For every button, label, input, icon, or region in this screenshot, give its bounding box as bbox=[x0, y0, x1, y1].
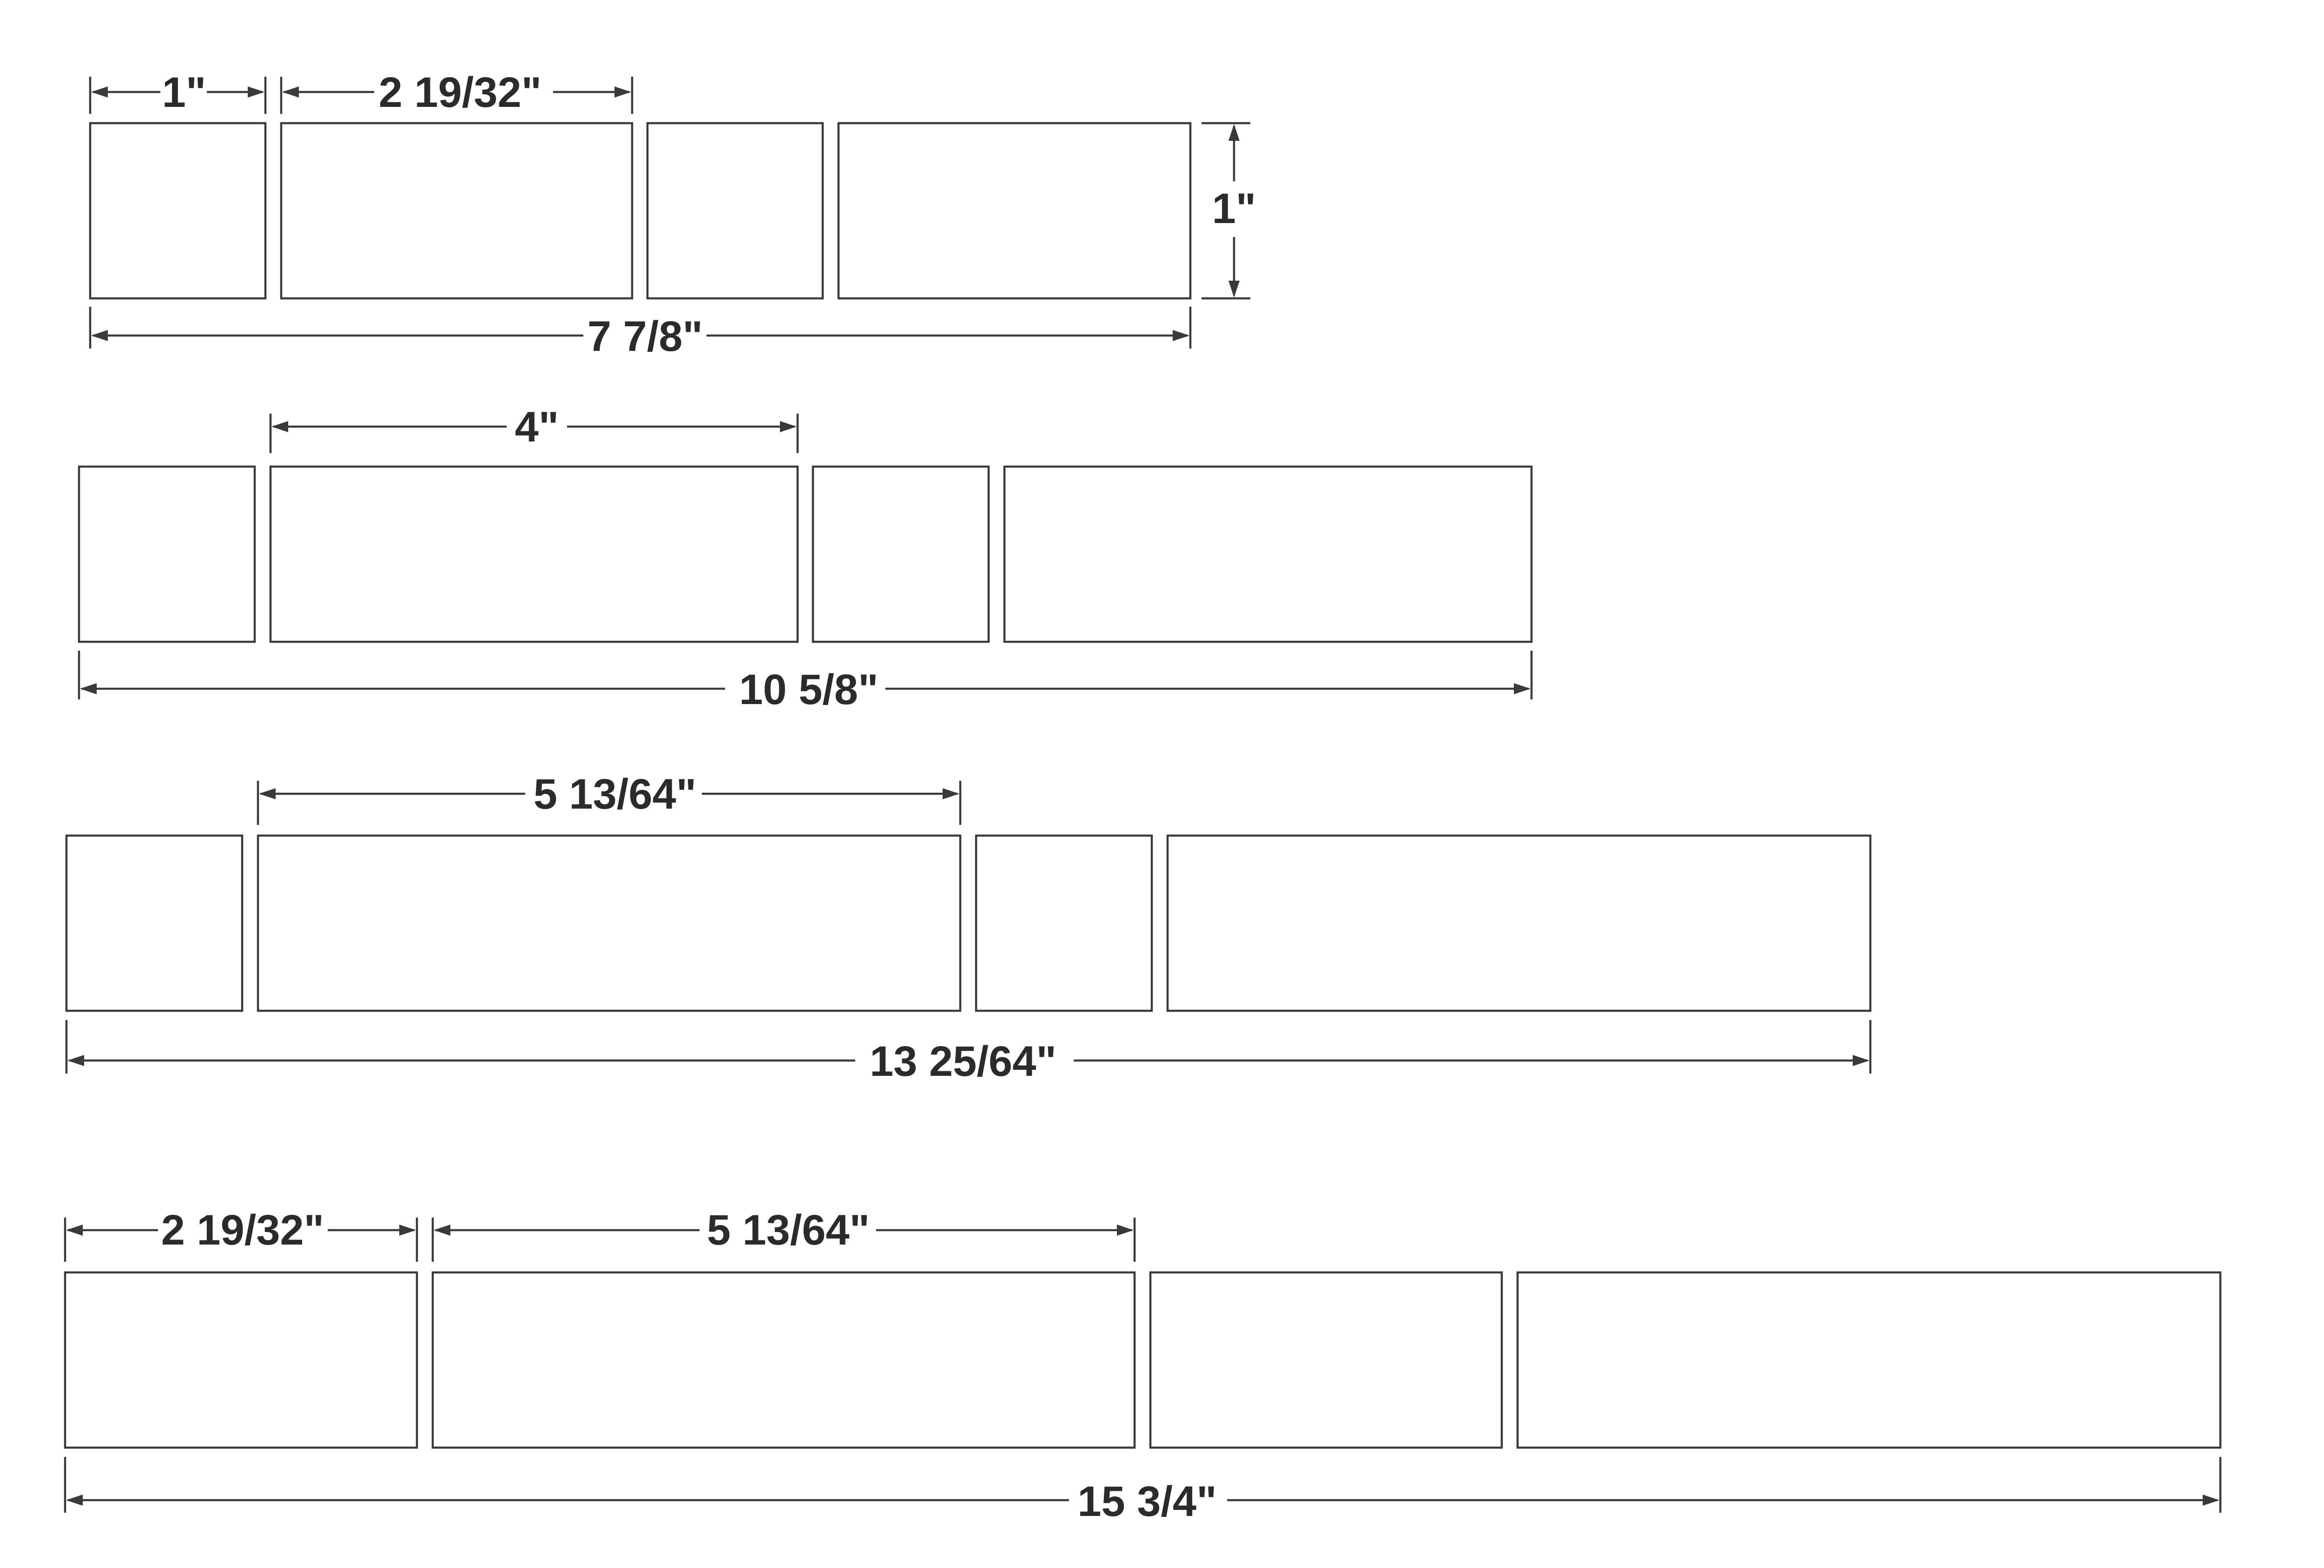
row-2-dim-wide-panel: 4" bbox=[269, 403, 799, 453]
row-3-panel-3 bbox=[975, 834, 1153, 1012]
row-4-panel-2 bbox=[431, 1271, 1136, 1449]
row-3-dim-wide-panel: 5 13/64" bbox=[257, 771, 962, 825]
row-2-panel-3 bbox=[812, 465, 990, 643]
row-2-dim-overall: 10 5/8" bbox=[78, 651, 1533, 713]
row-2-dim-wide-panel-label: 4" bbox=[515, 403, 559, 451]
row-4-panel-4 bbox=[1516, 1271, 2222, 1449]
row-4-panel-3 bbox=[1149, 1271, 1503, 1449]
row-2-panel-4 bbox=[1003, 465, 1533, 643]
row-1: 1" 2 19/32" 1" bbox=[89, 69, 1256, 360]
row-4: 2 19/32" 5 13/64" 15 3/4" bbox=[64, 1206, 2222, 1525]
row-3-panel-4 bbox=[1166, 834, 1872, 1012]
row-2-dim-overall-label: 10 5/8" bbox=[739, 666, 878, 713]
row-3-dim-overall-label: 13 25/64" bbox=[870, 1038, 1056, 1085]
row-1-dim-panel-width-label: 1" bbox=[162, 69, 206, 116]
row-4-dim-wide-panel: 5 13/64" bbox=[431, 1206, 1136, 1262]
row-3-dim-wide-panel-label: 5 13/64" bbox=[534, 771, 697, 818]
row-1-dim-height-label: 1" bbox=[1212, 185, 1256, 232]
row-1-panel-2 bbox=[280, 122, 634, 300]
row-1-dim-panel-width: 1" bbox=[89, 69, 267, 116]
row-3-panel-2 bbox=[257, 834, 962, 1012]
row-1-dim-overall-label: 7 7/8" bbox=[588, 313, 703, 360]
row-2-panel-1 bbox=[78, 465, 256, 643]
row-4-dim-wide-panel-label: 5 13/64" bbox=[707, 1206, 870, 1254]
row-4-panel-1 bbox=[64, 1271, 418, 1449]
row-2: 4" 10 5/8" bbox=[78, 403, 1533, 713]
row-1-dim-wide-panel-label: 2 19/32" bbox=[379, 69, 542, 116]
row-1-panel-3 bbox=[646, 122, 824, 300]
row-1-dim-wide-panel: 2 19/32" bbox=[280, 69, 634, 116]
row-4-dim-first-panel-label: 2 19/32" bbox=[161, 1206, 324, 1254]
row-3: 5 13/64" 13 25/64" bbox=[65, 771, 1872, 1085]
row-3-panel-1 bbox=[65, 834, 244, 1012]
row-1-panel-4 bbox=[837, 122, 1192, 300]
row-4-dim-overall-label: 15 3/4" bbox=[1077, 1478, 1216, 1525]
row-4-dim-overall: 15 3/4" bbox=[64, 1457, 2222, 1525]
row-3-dim-overall: 13 25/64" bbox=[65, 1020, 1872, 1085]
row-4-dim-first-panel: 2 19/32" bbox=[64, 1206, 418, 1262]
row-1-panel-1 bbox=[89, 122, 267, 300]
row-2-panel-2 bbox=[269, 465, 799, 643]
row-1-dim-height: 1" bbox=[1202, 122, 1256, 300]
row-1-dim-overall: 7 7/8" bbox=[89, 307, 1192, 360]
